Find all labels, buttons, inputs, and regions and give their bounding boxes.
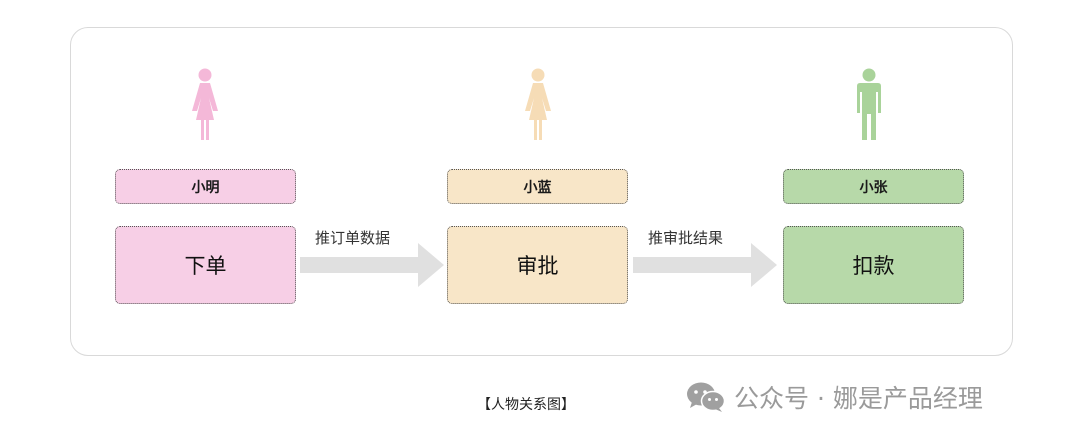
person-label-xiaoming: 小明: [115, 169, 296, 204]
right-arrow-icon: [633, 243, 777, 287]
wechat-icon: [687, 382, 726, 412]
figure-caption: 【人物关系图】: [477, 397, 575, 413]
step-deduct: 扣款: [783, 226, 964, 304]
female-person-icon: [192, 68, 218, 140]
female-person-icon: [525, 68, 551, 140]
person-label-xiaozhang: 小张: [783, 169, 964, 204]
edge-label-push-approval: 推审批结果: [648, 229, 724, 247]
watermark-text: 公众号 · 娜是产品经理: [734, 384, 983, 413]
male-person-icon: [857, 68, 881, 140]
person-label-xiaolan: 小蓝: [447, 169, 628, 204]
step-order: 下单: [115, 226, 296, 304]
edge-label-push-order: 推订单数据: [315, 229, 391, 247]
right-arrow-icon: [300, 243, 444, 287]
watermark: 公众号 · 娜是产品经理: [686, 379, 983, 415]
step-approve: 审批: [447, 226, 628, 304]
